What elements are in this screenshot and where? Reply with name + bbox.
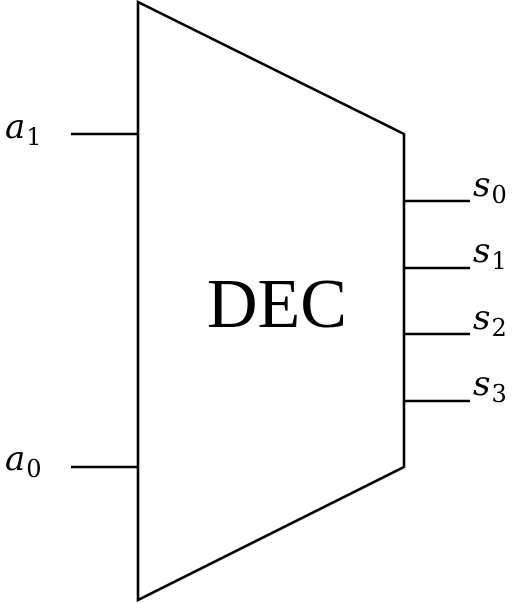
output-label-s2: s2 <box>473 298 507 342</box>
input-label-a1: a1 <box>5 107 42 151</box>
decoder-label: DEC <box>207 266 347 343</box>
input-label-a0: a0 <box>5 439 42 483</box>
decoder-body <box>136 0 406 603</box>
output-label-s1: s1 <box>473 231 507 275</box>
output-label-s3: s3 <box>473 364 507 408</box>
output-label-s0: s0 <box>473 165 507 209</box>
